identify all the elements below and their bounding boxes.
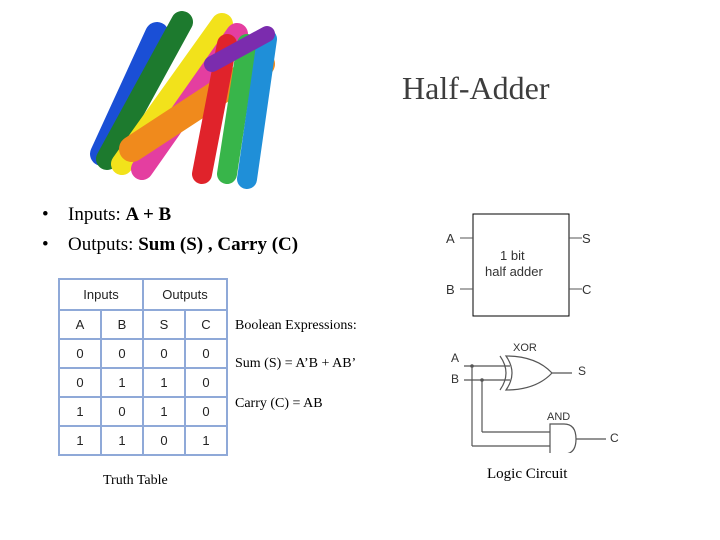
truth-table-caption: Truth Table [103, 473, 168, 489]
table-row: 0 0 0 0 [59, 339, 227, 368]
boolean-heading: Boolean Expressions: [235, 318, 357, 334]
bullet-inputs: •Inputs: A + B [42, 200, 298, 230]
xor-label: XOR [513, 342, 537, 354]
logic-circuit-diagram: A B XOR AND S C [440, 338, 630, 453]
truth-table-column-header: A B S C [59, 310, 227, 339]
carry-expression: Carry (C) = AB [235, 396, 323, 412]
bullet-list: •Inputs: A + B •Outputs: Sum (S) , Carry… [42, 200, 298, 260]
half-adder-block-diagram: A B 1 bit half adder S C [440, 212, 630, 324]
table-row: 1 0 1 0 [59, 397, 227, 426]
adder-label-line2: half adder [485, 264, 543, 279]
slide-title: Half-Adder [402, 70, 549, 107]
table-row: 1 1 0 1 [59, 426, 227, 455]
circuit-output-c: C [610, 431, 619, 445]
adder-output-c: C [582, 282, 591, 297]
table-row: 0 1 1 0 [59, 368, 227, 397]
circuit-output-s: S [578, 364, 586, 378]
truth-table-group-header: Inputs Outputs [59, 279, 227, 310]
circuit-input-a: A [451, 351, 459, 365]
header-outputs: Outputs [143, 279, 227, 310]
adder-output-s: S [582, 231, 591, 246]
adder-input-a: A [446, 231, 455, 246]
and-gate-icon [550, 424, 576, 453]
xor-gate-icon [506, 356, 552, 390]
and-label: AND [547, 411, 570, 423]
logic-circuit-caption: Logic Circuit [487, 466, 567, 483]
truth-table: Inputs Outputs A B S C 0 0 0 0 0 1 1 0 1… [58, 278, 228, 456]
circuit-input-b: B [451, 372, 459, 386]
crayons-image [62, 4, 282, 194]
adder-label-line1: 1 bit [500, 248, 525, 263]
bullet-outputs: •Outputs: Sum (S) , Carry (C) [42, 230, 298, 260]
adder-input-b: B [446, 282, 455, 297]
sum-expression: Sum (S) = A’B + AB’ [235, 356, 356, 372]
header-inputs: Inputs [59, 279, 143, 310]
